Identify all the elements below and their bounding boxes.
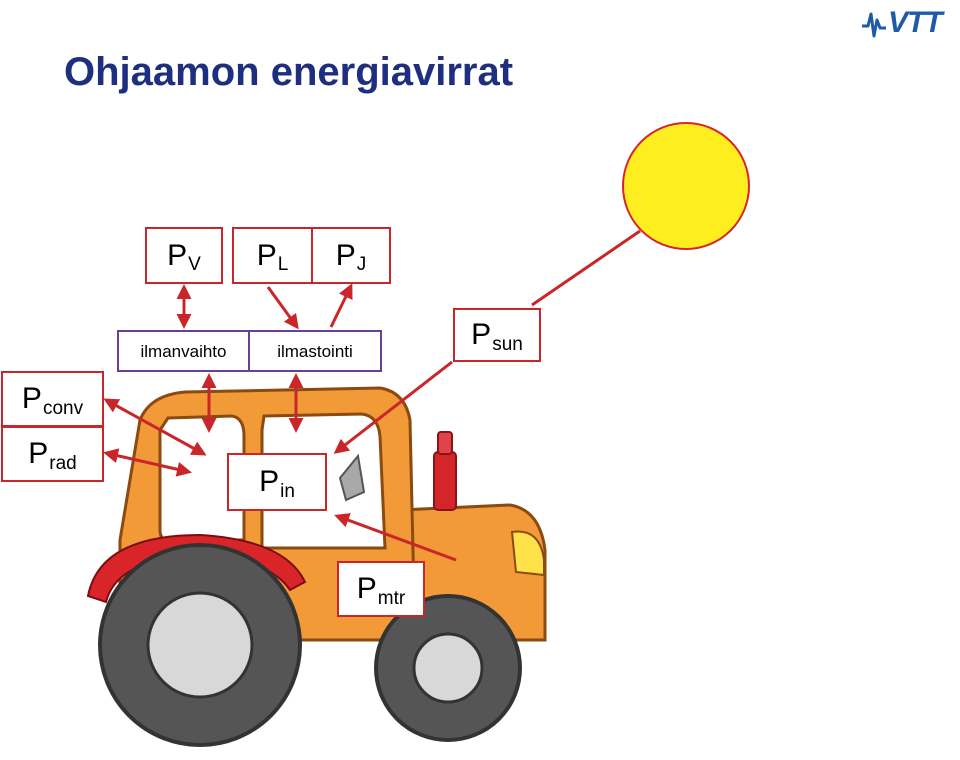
arrow-prad-cab bbox=[103, 448, 192, 477]
flow-pmtr-sub: mtr bbox=[377, 587, 406, 609]
flow-prad-main: P bbox=[28, 437, 49, 470]
flow-pin-sub: in bbox=[280, 480, 295, 502]
arrow-sun-beam bbox=[531, 229, 641, 307]
air-conditioning-label: ilmastointi bbox=[277, 341, 353, 361]
air-conditioning-box: ilmastointi bbox=[248, 330, 382, 372]
ventilation-label: ilmanvaihto bbox=[140, 341, 227, 361]
flow-pin-main: P bbox=[259, 465, 280, 498]
ventilation-box: ilmanvaihto bbox=[117, 330, 250, 372]
sun-icon bbox=[622, 122, 750, 250]
flow-pconv-sub: conv bbox=[42, 397, 84, 419]
page-title: Ohjaamon energiavirrat bbox=[64, 50, 514, 94]
vtt-logo-icon bbox=[862, 12, 886, 38]
flow-pj-main: P bbox=[335, 238, 356, 272]
arrow-psun-cab bbox=[333, 360, 453, 454]
flow-pmtr-main: P bbox=[356, 572, 377, 605]
flow-pv-sub: V bbox=[188, 254, 201, 275]
arrow-pconv-cab bbox=[103, 398, 207, 456]
flow-arrows bbox=[103, 229, 641, 562]
flow-pv-main: P bbox=[167, 238, 188, 272]
flow-pl-main: P bbox=[256, 238, 277, 272]
flow-psun-sub: sun bbox=[492, 333, 523, 355]
flow-pl-sub: L bbox=[277, 254, 289, 275]
flow-pconv-main: P bbox=[21, 382, 42, 415]
arrow-pmtr-cab bbox=[334, 513, 457, 562]
arrow-airconditioning-pj bbox=[329, 283, 353, 328]
vtt-logo-text: VTT bbox=[888, 6, 943, 39]
flow-psun-main: P bbox=[471, 318, 492, 351]
flow-prad-sub: rad bbox=[49, 452, 77, 474]
tractor-icon bbox=[86, 386, 547, 747]
arrow-pl-airconditioning bbox=[266, 286, 299, 330]
flow-pj-sub: J bbox=[356, 254, 367, 275]
